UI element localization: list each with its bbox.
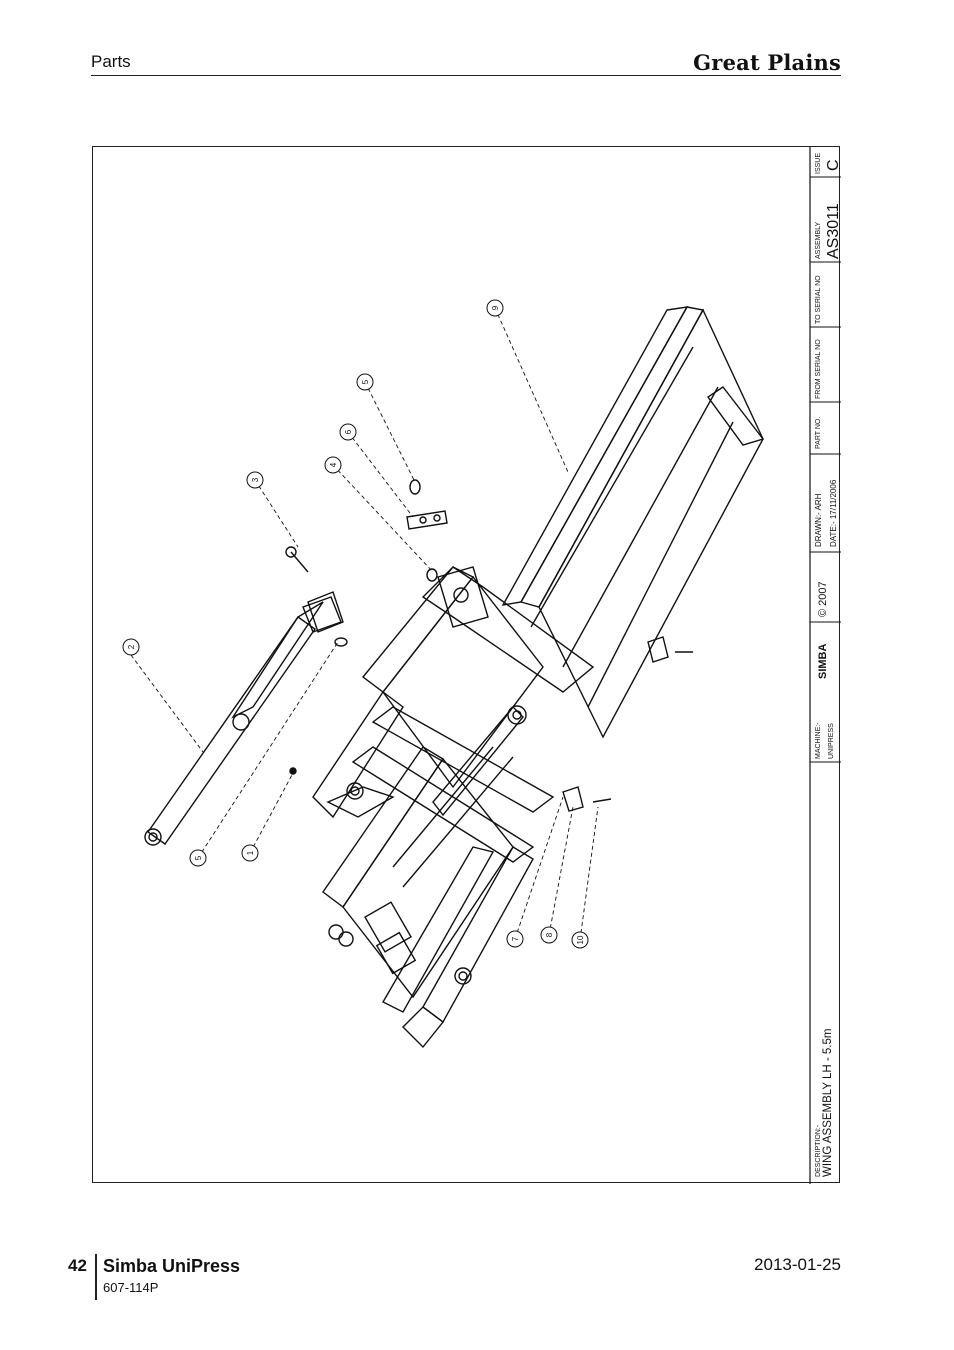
brand-logo: Great Plains — [693, 50, 841, 75]
svg-text:1: 1 — [246, 850, 255, 855]
publication-date: 2013-01-25 — [754, 1255, 841, 1274]
callout-5-lower: 5 — [189, 849, 207, 867]
callout-5-top: 5 — [356, 373, 374, 391]
description: WING ASSEMBLY LH - 5.5m — [822, 1029, 834, 1177]
assembly-label: ASSEMBLY — [815, 221, 822, 259]
product-title: Simba UniPress — [103, 1256, 241, 1276]
header-divider — [91, 75, 841, 76]
callout-3: 3 — [246, 471, 264, 489]
document-code: 607-114P — [103, 1280, 159, 1295]
assembly-number: AS3011 — [825, 203, 841, 259]
svg-text:5: 5 — [361, 379, 370, 384]
simba-logo: SIMBA — [817, 644, 829, 680]
callout-4: 4 — [324, 456, 342, 474]
callout-6: 6 — [339, 423, 357, 441]
svg-text:5: 5 — [194, 855, 203, 860]
title-block: DESCRIPTION:- WING ASSEMBLY LH - 5.5m MA… — [809, 147, 841, 1184]
copyright: © 2007 — [817, 581, 829, 617]
svg-text:10: 10 — [576, 935, 585, 944]
svg-text:4: 4 — [329, 462, 338, 467]
machine-label: MACHINE:- — [815, 722, 822, 759]
svg-text:9: 9 — [491, 305, 500, 310]
callout-8: 8 — [540, 926, 558, 944]
section-title: Parts — [91, 52, 131, 71]
to-serial-label: TO SERIAL NO — [815, 275, 822, 324]
exploded-view-illustration: 1 2 3 4 5 5 6 7 8 9 10 — [122, 147, 841, 1184]
svg-text:7: 7 — [511, 936, 520, 941]
callout-2: 2 — [122, 638, 140, 656]
from-serial-label: FROM SERIAL NO — [815, 339, 822, 399]
svg-text:6: 6 — [344, 429, 353, 434]
part-no-label: PART NO. — [815, 417, 822, 449]
callout-10: 10 — [571, 931, 589, 949]
assembly-drawing: 1 2 3 4 5 5 6 7 8 9 10 — [92, 146, 841, 1184]
footer-divider — [95, 1254, 97, 1300]
svg-text:8: 8 — [545, 932, 554, 937]
callout-7: 7 — [506, 930, 524, 948]
machine: UNIPRESS — [828, 723, 835, 759]
svg-text:2: 2 — [127, 644, 136, 649]
callout-9: 9 — [486, 299, 504, 317]
page-number: 42 — [68, 1256, 87, 1275]
description-label: DESCRIPTION:- — [815, 1124, 822, 1177]
issue: C — [825, 159, 841, 171]
issue-label: ISSUE — [815, 153, 822, 174]
svg-text:3: 3 — [251, 477, 260, 482]
callout-1: 1 — [241, 844, 259, 862]
drawn-date: DATE:- 17/11/2006 — [829, 479, 838, 547]
drawn-by: DRAWN:- ARH — [814, 493, 823, 547]
